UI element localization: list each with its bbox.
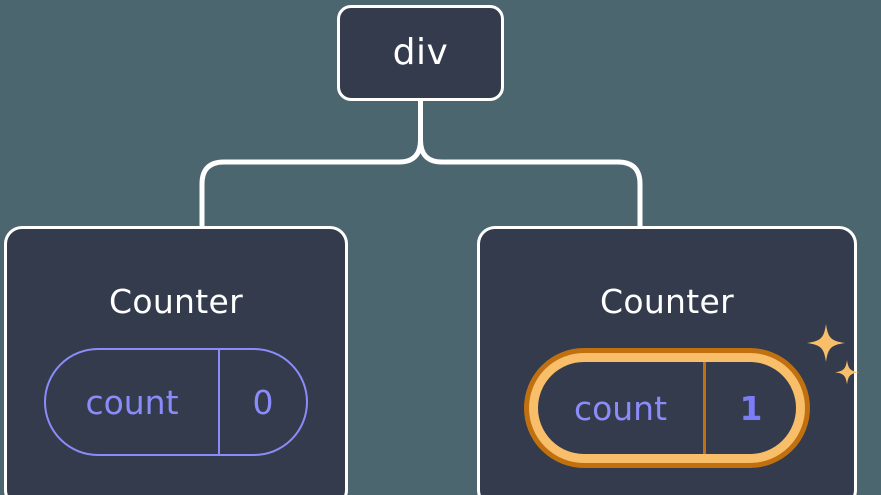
state-key-right: count (538, 362, 706, 454)
node-counter-right[interactable]: Counter count 1 (477, 226, 859, 495)
sparkle-group (807, 324, 859, 385)
state-pill-wrap-right: count 1 (524, 324, 859, 468)
sparkle-small-icon (835, 360, 859, 385)
node-counter-left-label: Counter (109, 282, 243, 321)
connector-right-branch (418, 98, 643, 229)
state-pill-left[interactable]: count 0 (44, 348, 308, 456)
node-counter-right-label: Counter (600, 282, 734, 321)
state-value-right: 1 (739, 388, 763, 428)
state-pill-right[interactable]: count 1 (524, 348, 810, 468)
node-counter-left[interactable]: Counter count 0 (4, 226, 348, 495)
sparkle-icon (807, 324, 845, 362)
node-div[interactable]: div (337, 5, 504, 101)
node-div-label: div (392, 32, 449, 73)
state-value-left: 0 (252, 382, 274, 422)
connector-left-branch (199, 98, 423, 229)
state-pill-right-inner: count 1 (529, 353, 805, 463)
state-pill-wrap-left: count 0 (44, 348, 308, 456)
state-key-left: count (46, 350, 220, 454)
